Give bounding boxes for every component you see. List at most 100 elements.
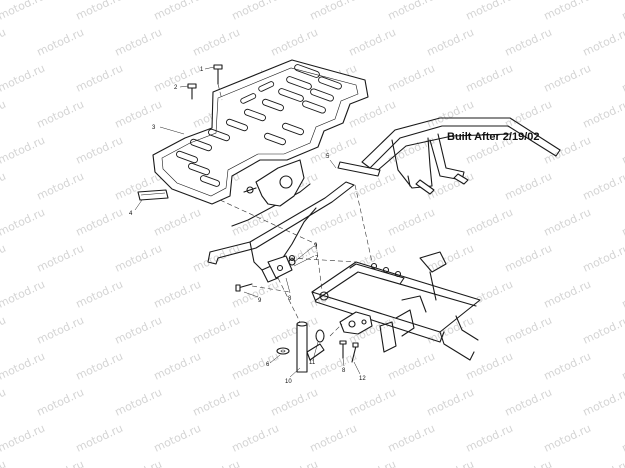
watermark-15: motod.ru bbox=[308, 0, 359, 23]
watermark-81: motod.ru bbox=[35, 242, 86, 275]
watermark-114: motod.ru bbox=[230, 350, 281, 383]
watermark-94: motod.ru bbox=[230, 278, 281, 311]
watermark-59: motod.ru bbox=[620, 134, 625, 167]
watermark-36: motod.ru bbox=[386, 62, 437, 95]
watermark-131: motod.ru bbox=[0, 422, 47, 455]
watermark-31: motod.ru bbox=[0, 62, 47, 95]
watermark-19: motod.ru bbox=[620, 0, 625, 23]
watermark-28: motod.ru bbox=[581, 26, 625, 59]
watermark-24: motod.ru bbox=[269, 26, 320, 59]
watermark-126: motod.ru bbox=[425, 386, 476, 419]
rear-rack-platform bbox=[152, 59, 369, 205]
watermark-13: motod.ru bbox=[152, 0, 203, 23]
watermark-32: motod.ru bbox=[74, 62, 125, 95]
watermark-79: motod.ru bbox=[620, 206, 625, 239]
watermark-68: motod.ru bbox=[581, 170, 625, 203]
watermark-25: motod.ru bbox=[347, 26, 398, 59]
watermark-147: motod.ru bbox=[503, 458, 554, 468]
watermark-148: motod.ru bbox=[581, 458, 625, 468]
watermark-86: motod.ru bbox=[425, 242, 476, 275]
watermark-61: motod.ru bbox=[35, 170, 86, 203]
watermark-142: motod.ru bbox=[113, 458, 164, 468]
watermark-80: motod.ru bbox=[0, 242, 8, 275]
callout-1: 1 bbox=[200, 67, 204, 73]
watermark-124: motod.ru bbox=[269, 386, 320, 419]
watermark-98: motod.ru bbox=[542, 278, 593, 311]
callout-6: 6 bbox=[266, 362, 270, 368]
callout-10: 10 bbox=[285, 379, 292, 385]
watermark-93: motod.ru bbox=[152, 278, 203, 311]
watermark-16: motod.ru bbox=[386, 0, 437, 23]
watermark-144: motod.ru bbox=[269, 458, 320, 468]
watermark-91: motod.ru bbox=[0, 278, 47, 311]
bolt-2 bbox=[187, 83, 197, 100]
watermark-120: motod.ru bbox=[0, 386, 8, 419]
watermark-100: motod.ru bbox=[0, 314, 8, 347]
watermark-134: motod.ru bbox=[230, 422, 281, 455]
watermark-137: motod.ru bbox=[464, 422, 515, 455]
callout-11: 11 bbox=[309, 360, 316, 366]
watermark-139: motod.ru bbox=[620, 422, 625, 455]
watermark-140: motod.ru bbox=[0, 458, 8, 468]
watermark-71: motod.ru bbox=[0, 206, 47, 239]
watermark-118: motod.ru bbox=[542, 350, 593, 383]
watermark-101: motod.ru bbox=[35, 314, 86, 347]
watermark-127: motod.ru bbox=[503, 386, 554, 419]
rear-rack-later-model bbox=[337, 117, 561, 195]
watermark-52: motod.ru bbox=[74, 134, 125, 167]
watermark-21: motod.ru bbox=[35, 26, 86, 59]
callout-8b: 8 bbox=[342, 368, 346, 374]
watermark-76: motod.ru bbox=[386, 206, 437, 239]
watermark-115: motod.ru bbox=[308, 350, 359, 383]
watermark-83: motod.ru bbox=[191, 242, 242, 275]
watermark-102: motod.ru bbox=[113, 314, 164, 347]
callout-5: 5 bbox=[326, 154, 330, 160]
watermark-41: motod.ru bbox=[35, 98, 86, 131]
watermark-143: motod.ru bbox=[191, 458, 242, 468]
callout-3: 3 bbox=[152, 125, 156, 131]
watermark-92: motod.ru bbox=[74, 278, 125, 311]
rack-slots bbox=[176, 64, 342, 187]
watermark-88: motod.ru bbox=[581, 242, 625, 275]
watermark-117: motod.ru bbox=[464, 350, 515, 383]
watermark-48: motod.ru bbox=[581, 98, 625, 131]
watermark-18: motod.ru bbox=[542, 0, 593, 23]
watermark-75: motod.ru bbox=[308, 206, 359, 239]
watermark-107: motod.ru bbox=[503, 314, 554, 347]
fastener-6 bbox=[276, 347, 290, 355]
watermark-146: motod.ru bbox=[425, 458, 476, 468]
watermark-58: motod.ru bbox=[542, 134, 593, 167]
watermark-37: motod.ru bbox=[464, 62, 515, 95]
watermark-121: motod.ru bbox=[35, 386, 86, 419]
watermark-112: motod.ru bbox=[74, 350, 125, 383]
callout-9a: 9 bbox=[314, 243, 318, 249]
watermark-42: motod.ru bbox=[113, 98, 164, 131]
watermark-111: motod.ru bbox=[0, 350, 47, 383]
watermark-14: motod.ru bbox=[230, 0, 281, 23]
watermark-136: motod.ru bbox=[386, 422, 437, 455]
watermark-20: motod.ru bbox=[0, 26, 8, 59]
watermark-145: motod.ru bbox=[347, 458, 398, 468]
reflector-4 bbox=[137, 189, 169, 201]
watermark-113: motod.ru bbox=[152, 350, 203, 383]
watermark-99: motod.ru bbox=[620, 278, 625, 311]
watermark-87: motod.ru bbox=[503, 242, 554, 275]
mount-post-10 bbox=[296, 321, 325, 373]
callout-4: 4 bbox=[129, 211, 133, 217]
callout-8a: 8 bbox=[288, 296, 292, 302]
watermark-60: motod.ru bbox=[0, 170, 8, 203]
callout-9b: 9 bbox=[258, 298, 262, 304]
fastener-12 bbox=[351, 342, 359, 363]
watermark-12: motod.ru bbox=[74, 0, 125, 23]
watermark-47: motod.ru bbox=[503, 98, 554, 131]
watermark-33: motod.ru bbox=[152, 62, 203, 95]
watermark-128: motod.ru bbox=[581, 386, 625, 419]
watermark-133: motod.ru bbox=[152, 422, 203, 455]
watermark-135: motod.ru bbox=[308, 422, 359, 455]
watermark-73: motod.ru bbox=[152, 206, 203, 239]
watermark-26: motod.ru bbox=[425, 26, 476, 59]
watermark-23: motod.ru bbox=[191, 26, 242, 59]
watermark-39: motod.ru bbox=[620, 62, 625, 95]
callout-labels: 1 2 3 4 5 6 7 8 8 9 9 10 11 12 bbox=[129, 67, 366, 385]
